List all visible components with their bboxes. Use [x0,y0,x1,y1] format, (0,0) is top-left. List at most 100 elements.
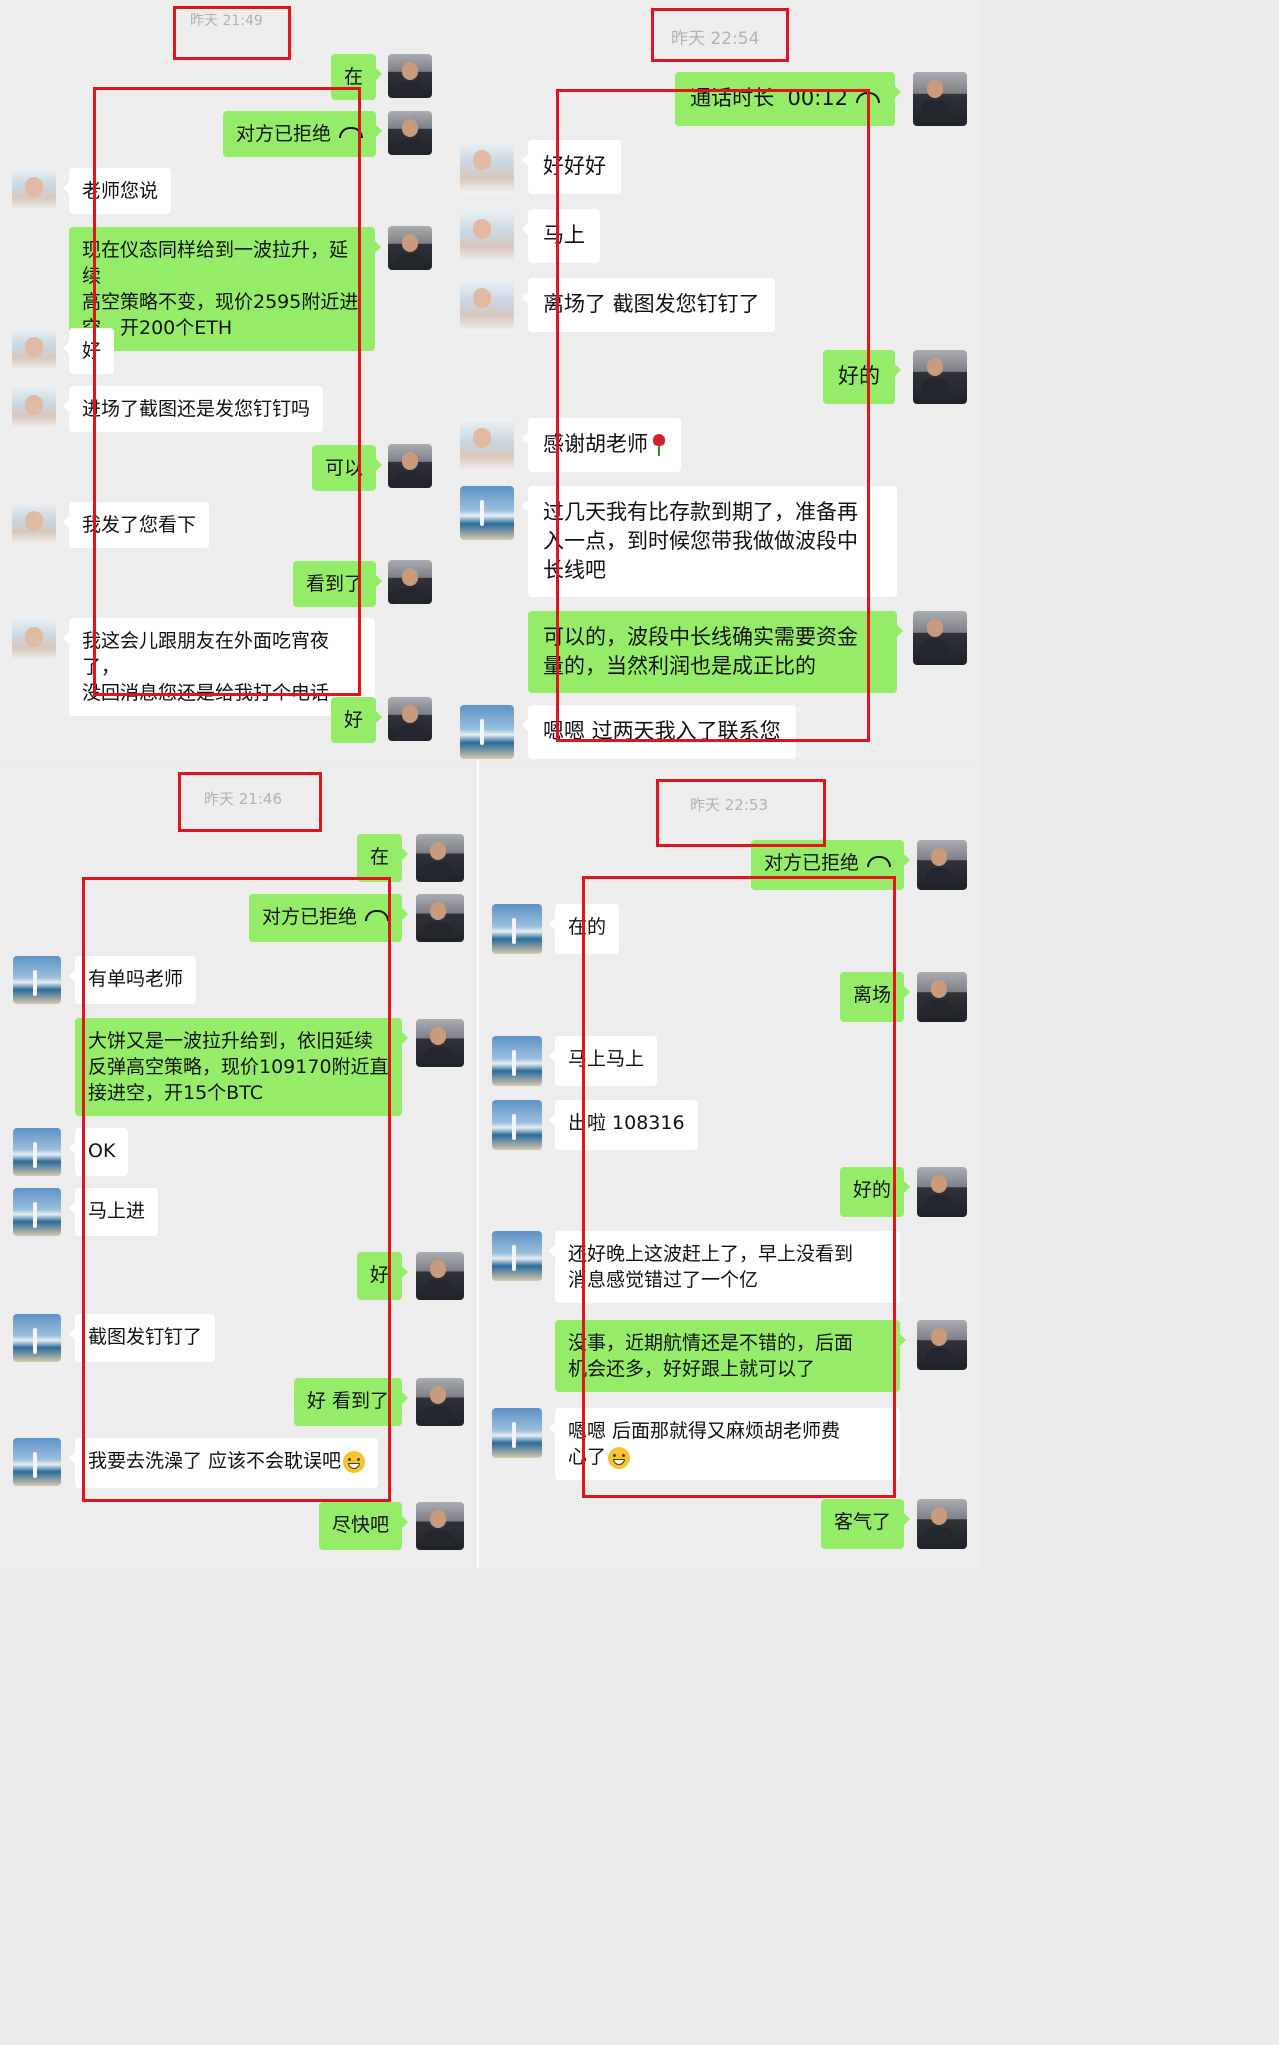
call-rejected-bubble[interactable]: 对方已拒绝 [248,894,409,942]
message-bubble[interactable]: 好 [330,697,383,743]
teacher-avatar[interactable] [917,1499,967,1549]
message-bubble[interactable]: 尽快吧 [318,1502,409,1550]
message-bubble[interactable]: 离场 [839,972,911,1022]
message-bubble[interactable]: 老师您说 [62,168,172,214]
client-avatar[interactable] [460,209,514,263]
message-bubble[interactable]: 进场了截图还是发您钉钉吗 [62,386,324,432]
teacher-avatar[interactable] [388,697,432,741]
teacher-avatar[interactable] [388,111,432,155]
call-rejected-bubble[interactable]: 对方已拒绝 [222,111,383,157]
message-bubble[interactable]: 在的 [548,904,620,954]
teacher-avatar[interactable] [917,840,967,890]
message-bubble[interactable]: 我要去洗澡了 应该不会耽误吧 [68,1438,379,1488]
timestamp: 昨天 22:53 [690,796,768,814]
client-avatar[interactable] [12,167,56,211]
message-bubble[interactable]: 嗯嗯 后面那就得又麻烦胡老师费 心了 [549,1408,900,1480]
client-avatar[interactable] [12,617,56,661]
message-bubble[interactable]: 出啦 108316 [549,1100,698,1150]
message-bubble[interactable]: 好 看到了 [293,1378,409,1426]
message-bubble[interactable]: 在 [356,834,409,882]
message-bubble[interactable]: 大饼又是一波拉升给到，依旧延续 反弹高空策略，现价109170附近直 接进空，开… [75,1018,408,1116]
message-bubble[interactable]: 好好好 [522,140,621,194]
chat-panel-top-right: 昨天 22:54 通话时长 00:12 好好好 马上 离场了 截图发您钉钉了 好… [446,0,981,760]
message-bubble[interactable]: 马上进 [68,1188,159,1236]
message-text: 对方已拒绝 [235,123,331,145]
message-bubble[interactable]: 马上 [522,209,600,263]
message-bubble[interactable]: 过几天我有比存款到期了，准备再 入一点，到时候您带我做做波段中 长线吧 [522,486,897,597]
message-bubble[interactable]: 好的 [823,350,901,404]
teacher-avatar[interactable] [388,444,432,488]
client-avatar[interactable] [460,278,514,332]
teacher-avatar[interactable] [913,611,967,665]
client-avatar[interactable] [13,1438,61,1486]
client-avatar[interactable] [13,1314,61,1362]
client-avatar[interactable] [12,385,56,429]
rose-icon [652,434,666,456]
client-avatar[interactable] [492,904,542,954]
call-duration-bubble[interactable]: 通话时长 00:12 [675,72,901,126]
message-text: 对方已拒绝 [261,906,357,928]
client-avatar[interactable] [13,956,61,1004]
call-rejected-bubble[interactable]: 对方已拒绝 [750,840,911,890]
client-avatar[interactable] [460,418,514,472]
message-bubble[interactable]: 现在仪态同样给到一波拉升，延续 高空策略不变，现价2595附近进 空，开200个… [69,227,381,351]
message-bubble[interactable]: 好 [62,328,115,374]
client-avatar[interactable] [492,1100,542,1150]
phone-icon [365,910,389,921]
client-avatar[interactable] [460,486,514,540]
phone-icon [339,127,363,138]
message-bubble[interactable]: 有单吗老师 [68,956,197,1004]
client-avatar[interactable] [12,327,56,371]
teacher-avatar[interactable] [917,972,967,1022]
phone-icon [856,91,880,103]
message-bubble[interactable]: 在 [330,54,383,100]
sweat-smile-emoji-icon [343,1450,366,1473]
teacher-avatar[interactable] [917,1320,967,1370]
chat-panel-top-left: 昨天 21:49 在 对方已拒绝 老师您说 现在仪态同样给到一波拉升，延续 高空… [0,0,476,760]
timestamp: 昨天 22:54 [671,29,760,49]
message-bubble[interactable]: 嗯嗯 过两天我入了联系您 [522,705,796,759]
message-bubble[interactable]: 看到了 [292,561,383,607]
message-bubble[interactable]: 好的 [839,1167,911,1217]
client-avatar[interactable] [492,1231,542,1281]
client-avatar[interactable] [460,140,514,194]
teacher-avatar[interactable] [416,894,464,942]
message-bubble[interactable]: 离场了 截图发您钉钉了 [522,278,775,332]
message-text: 通话时长 00:12 [690,86,848,110]
message-text: 嗯嗯 后面那就得又麻烦胡老师费 心了 [568,1420,841,1468]
message-bubble[interactable]: 我发了您看下 [62,502,210,548]
message-bubble[interactable]: 我这会儿跟朋友在外面吃宵夜了， 没回消息您还是给我打个电话 [63,618,375,716]
teacher-avatar[interactable] [416,1252,464,1300]
grin-emoji-icon [608,1446,631,1469]
client-avatar[interactable] [13,1128,61,1176]
teacher-avatar[interactable] [416,1019,464,1067]
teacher-avatar[interactable] [913,72,967,126]
client-avatar[interactable] [492,1036,542,1086]
message-bubble[interactable]: 还好晚上这波赶上了，早上没看到 消息感觉错过了一个亿 [549,1231,900,1303]
teacher-avatar[interactable] [913,350,967,404]
client-avatar[interactable] [12,501,56,545]
message-bubble[interactable]: 没事，近期航情还是不错的，后面 机会还多，好好跟上就可以了 [555,1320,906,1392]
client-avatar[interactable] [13,1188,61,1236]
message-bubble[interactable]: 截图发钉钉了 [68,1314,216,1362]
teacher-avatar[interactable] [388,54,432,98]
teacher-avatar[interactable] [416,834,464,882]
teacher-avatar[interactable] [917,1167,967,1217]
message-bubble[interactable]: 可以 [311,445,383,491]
teacher-avatar[interactable] [388,226,432,270]
message-bubble[interactable]: 可以的，波段中长线确实需要资金 量的，当然利润也是成正比的 [528,611,903,693]
teacher-avatar[interactable] [416,1502,464,1550]
timestamp: 昨天 21:46 [204,790,282,808]
teacher-avatar[interactable] [416,1378,464,1426]
teacher-avatar[interactable] [388,560,432,604]
message-bubble[interactable]: OK [68,1128,129,1176]
message-bubble[interactable]: 好 [356,1252,409,1300]
phone-icon [867,856,891,867]
message-bubble[interactable]: 客气了 [820,1499,911,1549]
client-avatar[interactable] [492,1408,542,1458]
message-bubble[interactable]: 马上马上 [548,1036,658,1086]
message-bubble[interactable]: 感谢胡老师 [522,418,681,472]
client-avatar[interactable] [460,705,514,759]
message-text: 我要去洗澡了 应该不会耽误吧 [88,1450,342,1472]
timestamp: 昨天 21:49 [190,13,263,29]
